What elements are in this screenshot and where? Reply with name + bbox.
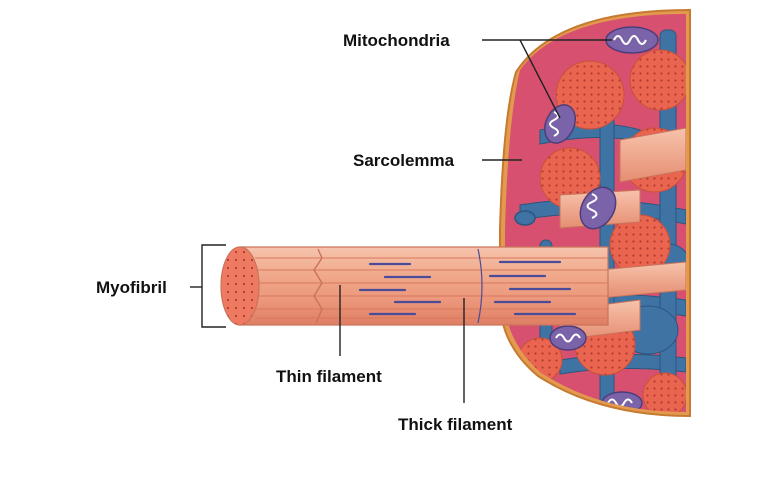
z-line	[313, 248, 323, 324]
thick-filament-label: Thick filament	[398, 415, 513, 434]
leader-lines	[339, 39, 612, 403]
myofibril	[220, 246, 609, 326]
mitochondria-leader-line-2	[519, 39, 561, 119]
myofibril-bracket	[201, 244, 226, 328]
thick-filaments	[358, 260, 577, 316]
muscle-fiber-bundle	[499, 8, 691, 418]
m-line	[477, 248, 483, 324]
sarcolemma-label: Sarcolemma	[353, 151, 455, 170]
thin-filament-label: Thin filament	[276, 367, 382, 386]
myofibril-label: Myofibril	[96, 278, 167, 297]
mitochondria-label: Mitochondria	[343, 31, 450, 50]
myofibril-end-cap	[220, 246, 260, 326]
